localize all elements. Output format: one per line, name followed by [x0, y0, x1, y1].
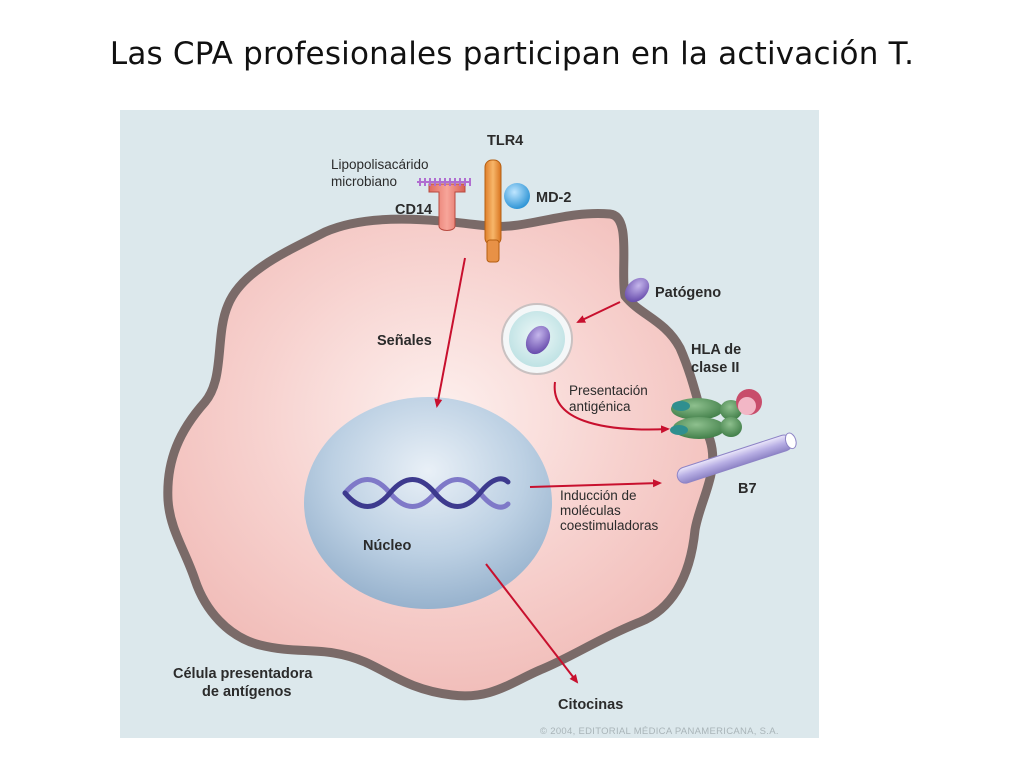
signals-arrow [434, 257, 466, 408]
label-lps-line1: Lipopolisacárido [331, 157, 429, 172]
label-hla-line2: clase II [691, 360, 739, 376]
cytokines-arrow [485, 563, 579, 684]
copyright-text: © 2004, EDITORIAL MÉDICA PANAMERICANA, S… [540, 726, 779, 737]
label-senales: Señales [377, 333, 432, 349]
label-induccion-line1: Inducción de [560, 488, 637, 503]
label-nucleo: Núcleo [363, 538, 411, 554]
pathogen-uptake-arrow [576, 301, 621, 323]
label-patogeno: Patógeno [655, 285, 721, 301]
label-celula-line2: de antígenos [202, 684, 291, 700]
label-presentacion-line1: Presentación [569, 383, 648, 398]
label-md2: MD-2 [536, 190, 571, 206]
pathogen-icon [624, 277, 650, 303]
label-hla-line1: HLA de [691, 342, 741, 358]
cd14-receptor-icon [428, 183, 466, 231]
b7-molecule-icon [676, 432, 797, 484]
slide-title: Las CPA profesionales participan en la a… [109, 36, 915, 72]
label-lps-line2: microbiano [331, 174, 397, 189]
label-celula-line1: Célula presentadora [173, 666, 313, 682]
label-induccion-line3: coestimuladoras [560, 518, 659, 533]
dna-helix-icon [342, 476, 511, 510]
costimulation-arrow [529, 479, 662, 488]
lps-chain-icon [417, 178, 471, 186]
hla-class-ii-icon [670, 389, 762, 439]
label-presentacion-line2: antigénica [569, 399, 631, 414]
phagosome [501, 303, 573, 375]
apc-diagram: TLR4 Lipopolisacárido microbiano MD-2 CD… [120, 110, 819, 738]
md2-icon [504, 183, 530, 209]
label-citocinas: Citocinas [558, 697, 623, 713]
label-cd14: CD14 [395, 202, 432, 218]
antigen-presentation-arrow [553, 381, 670, 434]
label-b7: B7 [738, 481, 757, 497]
tlr4-receptor-icon [484, 159, 502, 263]
label-tlr4: TLR4 [487, 133, 523, 149]
label-induccion-line2: moléculas [560, 503, 621, 518]
